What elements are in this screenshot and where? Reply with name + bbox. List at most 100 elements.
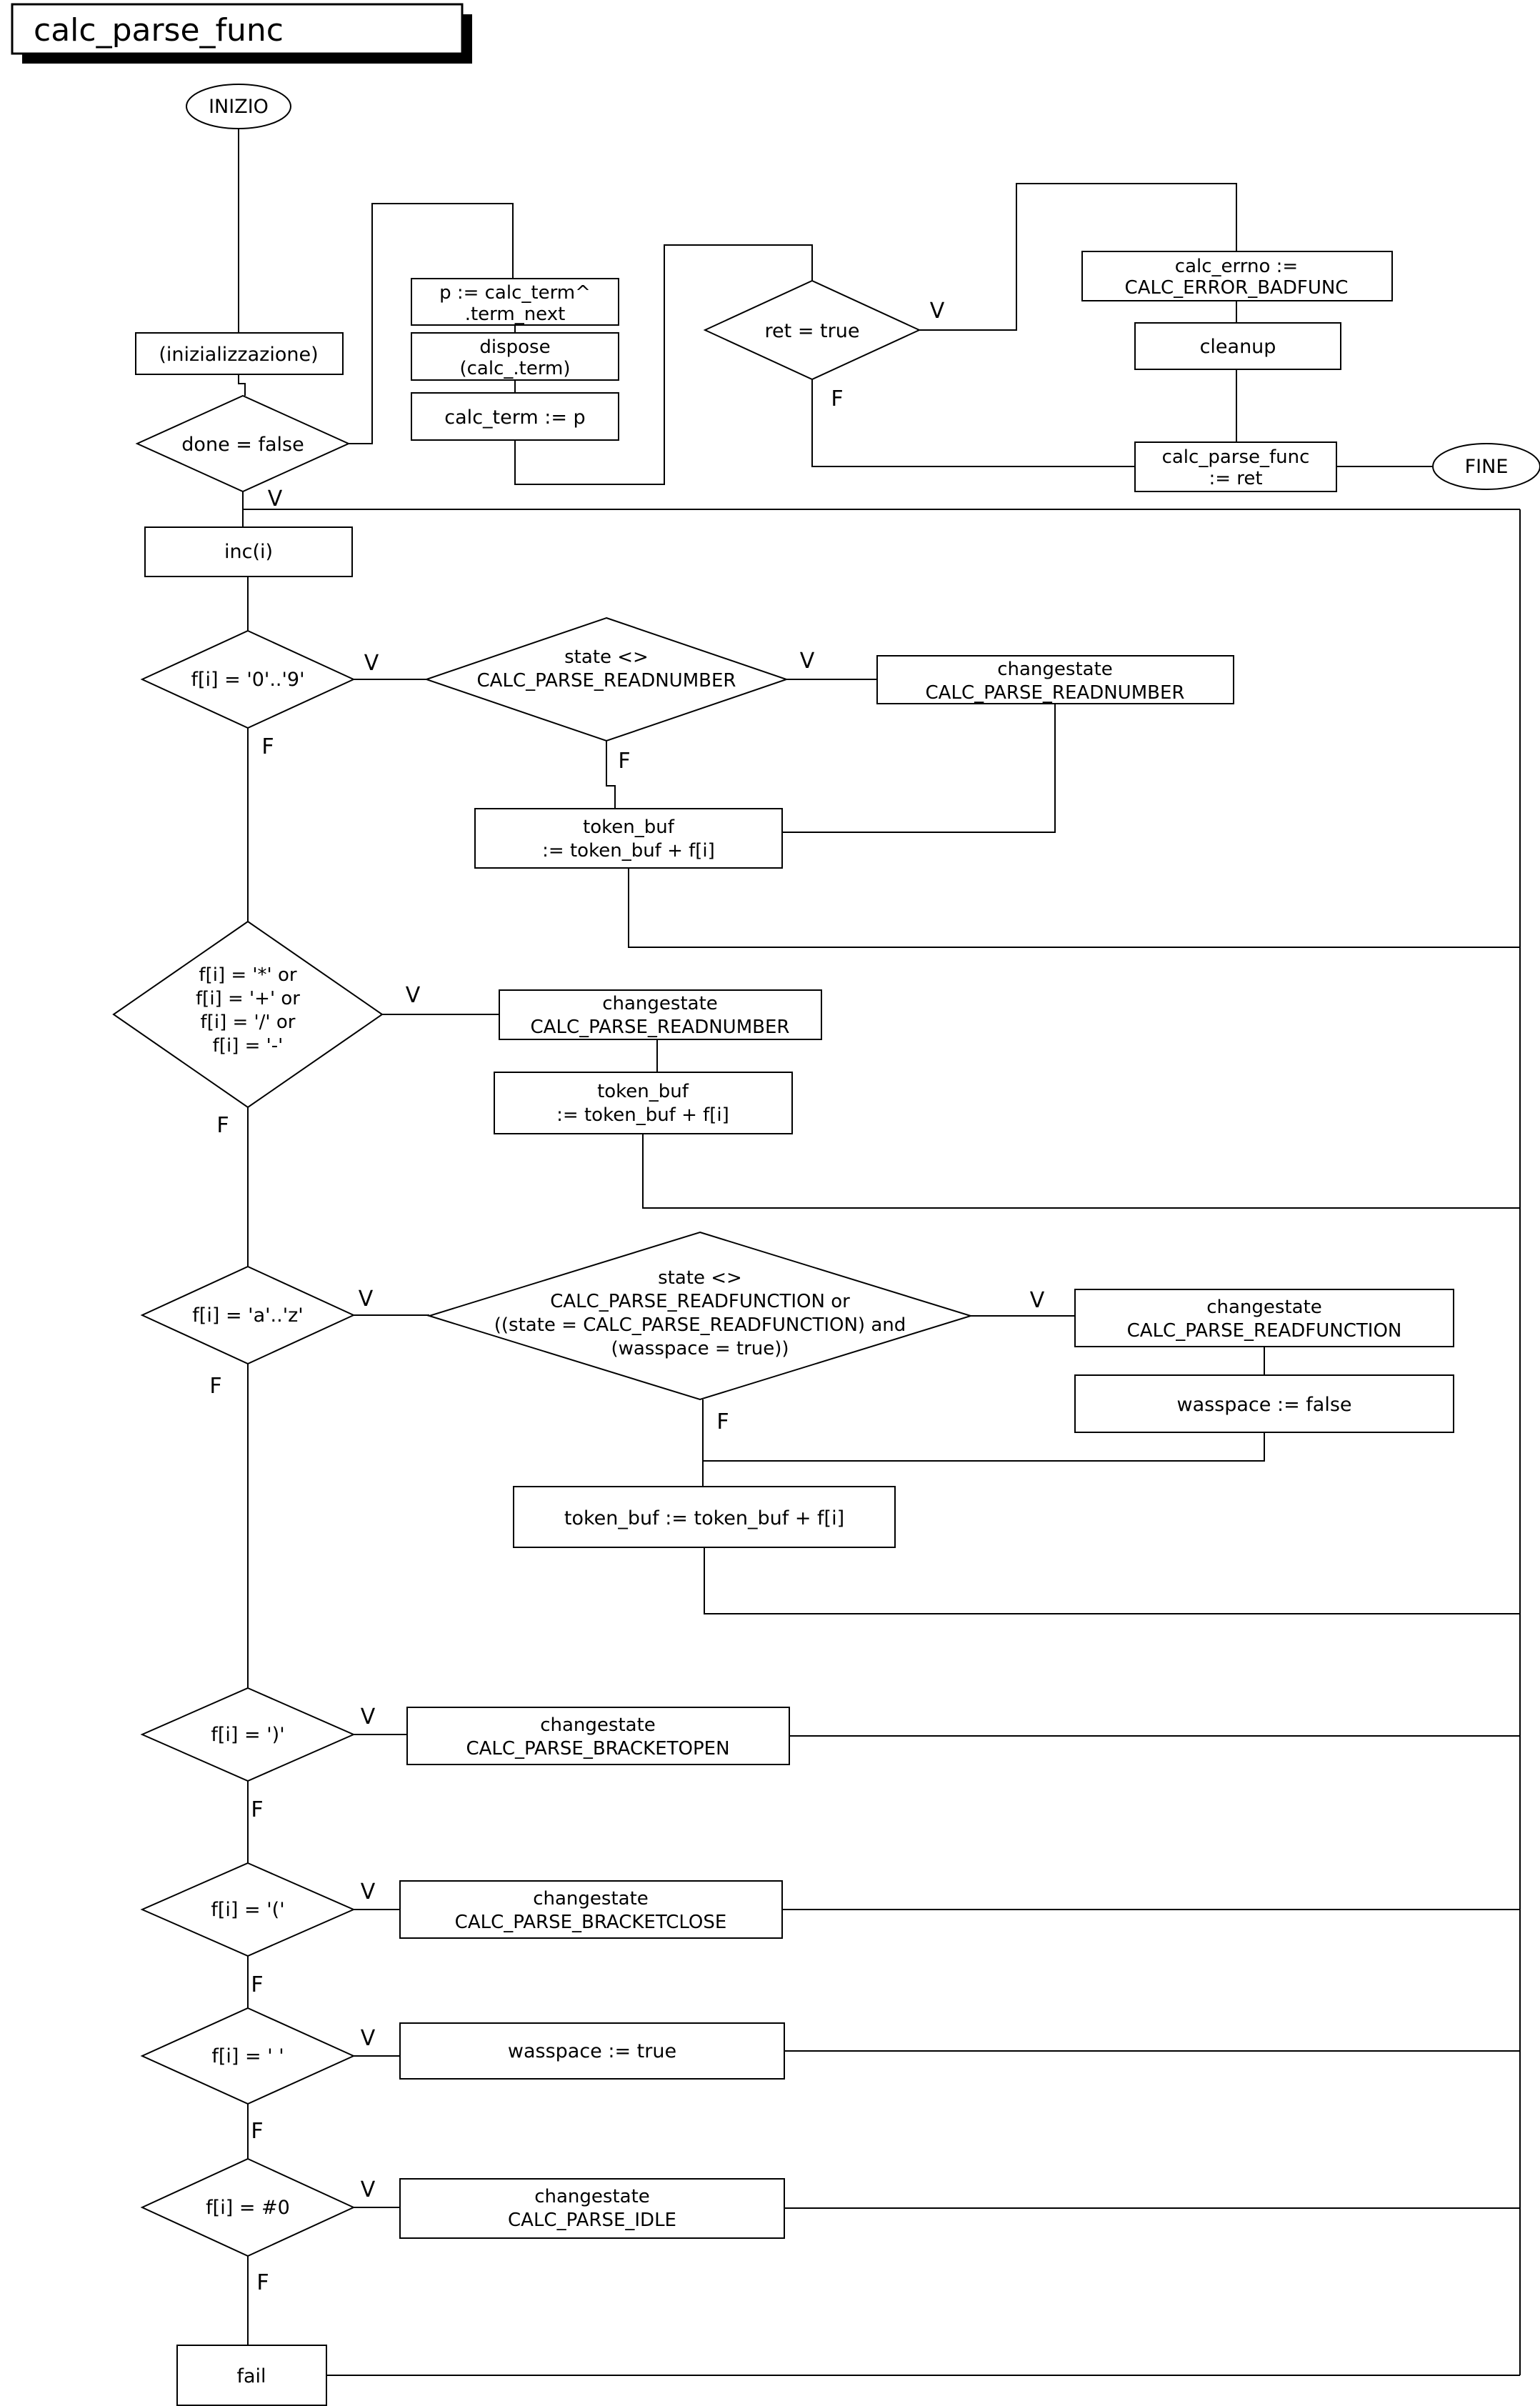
bracket-open-char-v-label: V [361, 1880, 376, 1905]
errno-box [1081, 251, 1393, 301]
fail-label: fail [236, 2365, 266, 2387]
ret-diamond [703, 279, 921, 381]
inc-label: inc(i) [224, 541, 273, 563]
space-char-decision: f[i] = ' ' V F [140, 2007, 376, 2144]
end-terminal: FINE [1432, 443, 1540, 490]
changestate-bracketopen-line2: CALC_PARSE_BRACKETOPEN [466, 1738, 729, 1759]
letter-f-label: F [209, 1374, 221, 1399]
changestate-readnumber1-line1: changestate [997, 659, 1113, 680]
changestate-idle-box [399, 2178, 785, 2239]
null-char-v-label: V [361, 2177, 376, 2202]
edge-init-done [238, 374, 246, 396]
edge-csnum1-tb1 [782, 704, 1056, 833]
tokenbuf2-line2: := token_buf + f[i] [556, 1104, 729, 1126]
space-char-label: f[i] = ' ' [211, 2045, 284, 2067]
changestate-readnumber2-line1: changestate [602, 993, 718, 1014]
tokenbuf1-box [474, 808, 783, 869]
edge-ret-f-cpf [811, 379, 1135, 467]
letter-label: f[i] = 'a'..'z' [192, 1304, 303, 1327]
bracket-close-char-v-label: V [361, 1704, 376, 1729]
state-readnumber-diamond [424, 617, 789, 742]
state-readnumber-decision: state <> CALC_PARSE_READNUMBER V F [424, 617, 815, 774]
edge-tb2-trunk [642, 1134, 1520, 1209]
state-readnumber-v-label: V [800, 649, 815, 674]
space-char-diamond [140, 2007, 356, 2105]
wasspace-false-label: wasspace := false [1176, 1394, 1351, 1416]
changestate-readfunction-node: changestate CALC_PARSE_READFUNCTION [1074, 1289, 1454, 1347]
changestate-readfunction-box [1074, 1289, 1454, 1347]
tokenbuf2-line1: token_buf [597, 1081, 689, 1102]
cpf-line2: := ret [1209, 468, 1262, 489]
digit-label: f[i] = '0'..'9' [191, 669, 304, 691]
start-terminal: INIZIO [186, 84, 291, 129]
tokenbuf1-line1: token_buf [583, 817, 675, 838]
space-char-f-label: F [251, 2119, 263, 2144]
changestate-readnumber1-line2: CALC_PARSE_READNUMBER [926, 682, 1185, 704]
wasspace-false-box [1074, 1374, 1454, 1433]
cleanup-node: cleanup [1134, 322, 1341, 370]
p-next-line1: p := calc_term^ [439, 282, 591, 304]
page-title: calc_parse_func [34, 12, 284, 49]
p-next-node: p := calc_term^ .term_next [411, 278, 619, 326]
done-decision: done = false V [135, 394, 351, 511]
done-diamond [135, 394, 351, 493]
state-readfunction-f-label: F [716, 1409, 729, 1434]
changestate-idle-line2: CALC_PARSE_IDLE [508, 2210, 676, 2231]
edge-stnum-f-tb1 [606, 741, 616, 809]
letter-diamond [140, 1265, 356, 1365]
changestate-idle-node: changestate CALC_PARSE_IDLE [399, 2178, 785, 2239]
state-readfunction-line4: (wasspace = true)) [611, 1338, 789, 1359]
wasspace-true-label: wasspace := true [508, 2040, 676, 2062]
state-readnumber-line2: CALC_PARSE_READNUMBER [477, 670, 736, 692]
edge-tb3-trunk [704, 1547, 1520, 1614]
edge-ret-v-errno [919, 183, 1237, 331]
changestate-bracketopen-box [406, 1707, 790, 1765]
changestate-bracketclose-node: changestate CALC_PARSE_BRACKETCLOSE [399, 1880, 783, 1939]
tokenbuf1-line2: := token_buf + f[i] [542, 840, 715, 862]
edge-tb1-trunk [628, 868, 1520, 948]
done-label: done = false [181, 434, 304, 456]
space-char-v-label: V [361, 2026, 376, 2051]
operator-line2: f[i] = '+' or [196, 988, 300, 1009]
operator-f-label: F [216, 1113, 229, 1138]
inc-node: inc(i) [144, 526, 353, 577]
done-v-label: V [268, 486, 283, 511]
bracket-open-char-diamond [140, 1862, 356, 1957]
cpf-box [1134, 441, 1337, 492]
state-readfunction-line3: ((state = CALC_PARSE_READFUNCTION) and [494, 1314, 906, 1336]
digit-v-label: V [364, 651, 379, 676]
calc-term-box [411, 392, 619, 441]
p-next-box [411, 278, 619, 326]
calc-term-label: calc_term := p [444, 406, 585, 429]
errno-line1: calc_errno := [1175, 256, 1298, 277]
cpf-line1: calc_parse_func [1162, 446, 1310, 468]
errno-line2: CALC_ERROR_BADFUNC [1125, 277, 1349, 299]
title-box [11, 3, 464, 55]
p-next-line2: .term_next [465, 304, 566, 325]
changestate-readnumber1-node: changestate CALC_PARSE_READNUMBER [876, 655, 1234, 704]
operator-v-label: V [406, 983, 421, 1008]
bracket-close-char-f-label: F [251, 1797, 263, 1822]
tokenbuf2-box [494, 1072, 793, 1134]
operator-line4: f[i] = '-' [213, 1035, 284, 1057]
diagram-title: calc_parse_func [11, 3, 472, 64]
changestate-readfunction-line2: CALC_PARSE_READFUNCTION [1127, 1320, 1402, 1342]
tokenbuf3-box [513, 1486, 896, 1548]
null-char-decision: f[i] = #0 V F [140, 2157, 376, 2295]
state-readfunction-line1: state <> [658, 1267, 742, 1289]
null-char-diamond [140, 2157, 356, 2257]
null-char-f-label: F [256, 2270, 269, 2295]
init-box [135, 332, 344, 375]
state-readnumber-line1: state <> [564, 647, 649, 668]
bracket-open-char-label: f[i] = '(' [211, 1899, 284, 1921]
wasspace-true-node: wasspace := true [399, 2022, 785, 2080]
operator-line3: f[i] = '/' or [201, 1012, 296, 1033]
changestate-bracketopen-node: changestate CALC_PARSE_BRACKETOPEN [406, 1707, 790, 1765]
digit-decision: f[i] = '0'..'9' V F [140, 629, 379, 759]
digit-diamond [140, 629, 356, 729]
tokenbuf3-label: token_buf := token_buf + f[i] [564, 1507, 844, 1529]
inc-box [144, 526, 353, 577]
errno-node: calc_errno := CALC_ERROR_BADFUNC [1081, 251, 1393, 301]
changestate-bracketclose-line2: CALC_PARSE_BRACKETCLOSE [455, 1912, 727, 1933]
